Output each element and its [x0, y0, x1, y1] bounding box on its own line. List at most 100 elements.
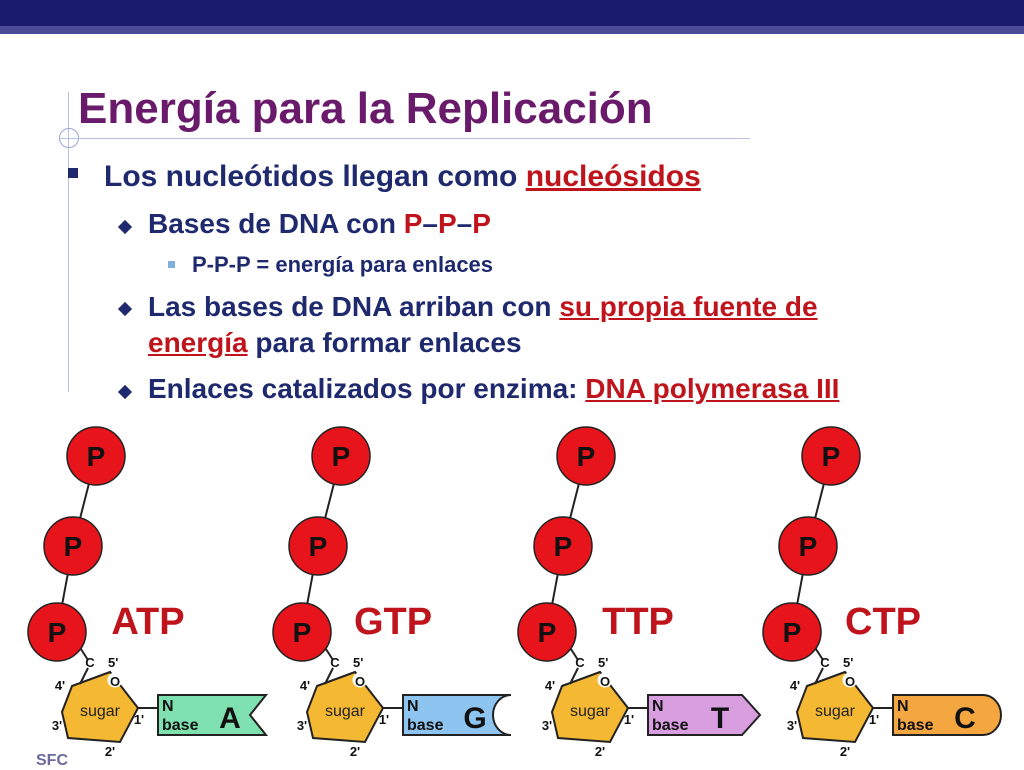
carbon-5-label: 5' — [353, 655, 363, 670]
sugar-label: sugar — [80, 703, 121, 720]
sugar-pentagon — [305, 670, 385, 744]
base-n-label: N — [652, 698, 664, 715]
sub-bullet-bases: Bases de DNA con P–P–P — [148, 208, 491, 239]
phosphate-circle — [556, 426, 616, 486]
phosphate-label: P — [554, 531, 573, 562]
carbon-3-label: 3' — [787, 718, 797, 733]
phosphate-label: P — [48, 617, 67, 648]
bullet-nucleotides: Los nucleótidos llegan como nucleósidos — [104, 160, 701, 193]
phosphate-circle — [778, 516, 838, 576]
phosphate-label: P — [309, 531, 328, 562]
slide-title: Energía para la Replicación — [78, 84, 653, 133]
c5-bond — [814, 667, 824, 685]
sugar-pentagon — [550, 670, 630, 744]
carbon-2-label: 2' — [105, 744, 115, 759]
phosphate-label: P — [332, 441, 351, 472]
carbon-4-label: 4' — [545, 678, 555, 693]
base-letter: G — [463, 702, 486, 735]
phosphate-label: P — [799, 531, 818, 562]
phosphate-label: P — [87, 441, 106, 472]
carbon-1-label: 1' — [624, 712, 634, 727]
crosshair-decoration — [59, 128, 79, 148]
base-letter: C — [954, 702, 976, 735]
oxygen-label: O — [845, 674, 855, 689]
bullet-small-square-icon — [168, 261, 175, 268]
base-n-label: N — [897, 698, 909, 715]
phosphate-label: P — [64, 531, 83, 562]
phosphate-circle — [43, 516, 103, 576]
base-word-label: base — [897, 717, 934, 734]
molecule-name: ATP — [111, 601, 184, 643]
oxygen-label: O — [355, 674, 365, 689]
carbon-2-label: 2' — [840, 744, 850, 759]
carbon-2-label: 2' — [595, 744, 605, 759]
sub-bullet-enzyme: Enlaces catalizados por enzima: DNA poly… — [148, 373, 840, 404]
base-word-label: base — [162, 717, 199, 734]
phosphate-circle — [288, 516, 348, 576]
base-word-label: base — [652, 717, 689, 734]
top-bar-accent — [0, 26, 1024, 34]
base-shape — [892, 694, 1002, 736]
sub-sub-bullet-energy: P-P-P = energía para enlaces — [192, 252, 494, 277]
carbon-5-label: 5' — [108, 655, 118, 670]
carbon-3-label: 3' — [542, 718, 552, 733]
sugar-pentagon — [60, 670, 140, 744]
phosphate-circle — [762, 602, 822, 662]
carbon-c-label: C — [575, 655, 585, 670]
carbon-4-label: 4' — [790, 678, 800, 693]
phosphate-label: P — [293, 617, 312, 648]
vertical-guide-line — [68, 92, 69, 392]
phosphate-circle — [517, 602, 577, 662]
sub-bullet-energy-source-cont: energía para formar enlaces — [148, 327, 522, 358]
carbon-c-label: C — [85, 655, 95, 670]
carbon-c-label: C — [330, 655, 340, 670]
phosphate-label: P — [783, 617, 802, 648]
oxygen-bg — [107, 672, 123, 688]
phosphate-circle — [311, 426, 371, 486]
carbon-2-label: 2' — [350, 744, 360, 759]
molecule-name: TTP — [602, 601, 674, 643]
base-letter: A — [219, 702, 241, 735]
phosphate-circle — [272, 602, 332, 662]
base-shape — [402, 694, 512, 736]
molecule-name: GTP — [354, 601, 432, 643]
sugar-label: sugar — [570, 703, 611, 720]
carbon-1-label: 1' — [869, 712, 879, 727]
carbon-4-label: 4' — [55, 678, 65, 693]
top-bar — [0, 0, 1024, 26]
phosphate-circle — [533, 516, 593, 576]
bullet-square-icon — [68, 168, 78, 178]
phosphate-label: P — [822, 441, 841, 472]
footer-logo: SFC — [36, 752, 68, 769]
base-n-label: N — [162, 698, 174, 715]
carbon-3-label: 3' — [297, 718, 307, 733]
base-letter: T — [711, 702, 729, 735]
sugar-label: sugar — [815, 703, 856, 720]
base-n-label: N — [407, 698, 419, 715]
base-word-label: base — [407, 717, 444, 734]
oxygen-label: O — [110, 674, 120, 689]
oxygen-bg — [352, 672, 368, 688]
phosphate-circle — [27, 602, 87, 662]
phosphate-label: P — [577, 441, 596, 472]
c5-bond — [79, 667, 89, 685]
phosphate-circle — [66, 426, 126, 486]
base-shape — [647, 694, 762, 736]
c5-bond — [324, 667, 334, 685]
c5-bond — [569, 667, 579, 685]
molecule-name: CTP — [845, 601, 921, 643]
oxygen-bg — [842, 672, 858, 688]
carbon-c-label: C — [820, 655, 830, 670]
title-underline — [60, 138, 750, 139]
carbon-3-label: 3' — [52, 718, 62, 733]
phosphate-label: P — [538, 617, 557, 648]
oxygen-bg — [597, 672, 613, 688]
sugar-label: sugar — [325, 703, 366, 720]
carbon-4-label: 4' — [300, 678, 310, 693]
carbon-1-label: 1' — [134, 712, 144, 727]
sub-bullet-energy-source: Las bases de DNA arriban con su propia f… — [148, 291, 818, 322]
